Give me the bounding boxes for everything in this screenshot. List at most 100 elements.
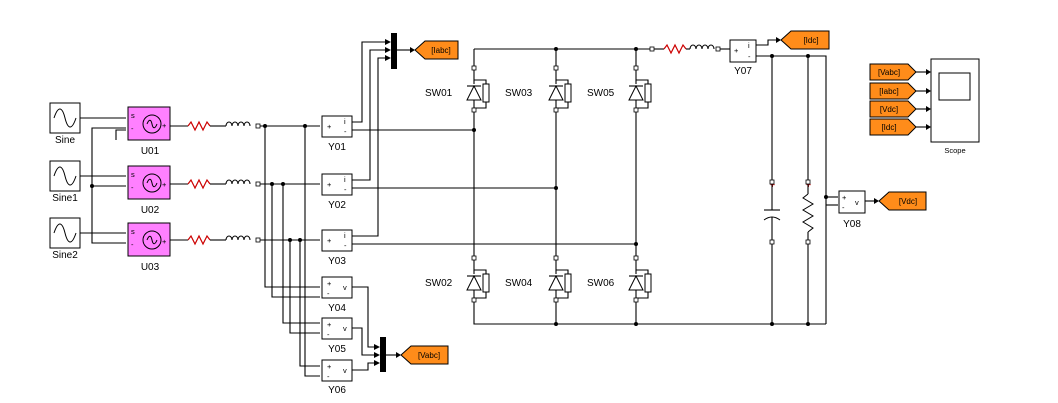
goto-tag-vdc-label: [Vdc]	[899, 197, 917, 206]
scope-screen-icon	[938, 72, 971, 101]
svg-text:+: +	[327, 122, 332, 131]
svg-text:-: -	[344, 127, 347, 136]
dc-current-sensor-y07[interactable]: + i - Y07	[729, 39, 757, 77]
voltage-sensor-y05[interactable]: + - v Y05	[321, 317, 353, 355]
sine-wave-icon	[53, 108, 77, 128]
svg-text:+: +	[162, 237, 167, 246]
sine-wires	[80, 117, 126, 244]
svg-text:+: +	[327, 362, 332, 371]
inductor-icon	[225, 235, 251, 241]
svg-text:s: s	[131, 111, 135, 120]
svg-text:i: i	[344, 117, 346, 126]
inductor-icon	[689, 44, 715, 50]
sine-label-1: Sine	[55, 135, 75, 146]
goto-tag-vabc-label: [Vabc]	[418, 351, 440, 360]
current-sensor-y03[interactable]: + i - Y03	[321, 229, 353, 267]
inductor-icon	[225, 179, 251, 185]
switch-sw05[interactable]: SW05	[587, 65, 652, 113]
svg-text:[Iabc]: [Iabc]	[879, 87, 899, 96]
dc-voltage-sensor-y08[interactable]: + - v Y08	[838, 190, 866, 230]
svg-text:Y06: Y06	[328, 385, 346, 396]
svg-text:SW04: SW04	[505, 278, 533, 289]
resistor-icon	[187, 178, 211, 190]
rl-line-c	[170, 234, 320, 246]
scope-block[interactable]: Scope	[930, 58, 980, 155]
sine-wave-icon	[53, 166, 77, 186]
dc-capacitor: +	[763, 179, 781, 245]
switch-sw03[interactable]: SW03	[505, 65, 572, 113]
from-tag-vdc[interactable]: [Vdc]	[869, 100, 917, 118]
svg-text:i: i	[344, 175, 346, 184]
svg-text:v: v	[343, 324, 347, 333]
current-sensor-y01[interactable]: + i - Y01	[321, 115, 353, 153]
dc-filter-rl	[649, 43, 730, 55]
svg-text:v: v	[343, 366, 347, 375]
goto-tag-vabc[interactable]: [Vabc]	[400, 345, 449, 365]
svg-text:+: +	[162, 180, 167, 189]
from-tag-vabc[interactable]: [Vabc]	[869, 63, 917, 81]
sine-label-2: Sine1	[52, 193, 78, 204]
svg-text:s: s	[131, 227, 135, 236]
current-sensor-y02[interactable]: + i - Y02	[321, 173, 353, 211]
switch-sw04[interactable]: SW04	[505, 255, 572, 303]
svg-text:Y04: Y04	[328, 303, 346, 314]
svg-text:-: -	[842, 203, 845, 212]
inductor-icon	[225, 121, 251, 127]
from-tag-iabc[interactable]: [Iabc]	[869, 82, 917, 100]
switch-sw06[interactable]: SW06	[587, 255, 652, 303]
svg-text:+: +	[770, 180, 775, 190]
switch-sw02[interactable]: SW02	[425, 255, 490, 303]
svg-text:+: +	[162, 121, 167, 130]
svg-text:[Idc]: [Idc]	[881, 123, 896, 132]
vabc-mux-wires	[352, 286, 380, 371]
switch-sw01[interactable]: SW01	[425, 65, 490, 113]
goto-tag-idc[interactable]: [Idc]	[780, 30, 830, 50]
source-block-u02[interactable]: s - + U02	[127, 165, 171, 216]
svg-text:v: v	[343, 283, 347, 292]
source-block-u01[interactable]: s - + U01	[127, 106, 171, 157]
bridge-input-wires	[352, 128, 638, 246]
dc-output-wires	[756, 54, 838, 326]
svg-text:-: -	[327, 330, 330, 339]
sine-block-3[interactable]: Sine2	[49, 217, 81, 261]
svg-text:s: s	[131, 170, 135, 179]
source-label-u03: U03	[141, 262, 160, 273]
goto-tag-iabc[interactable]: [Iabc]	[414, 40, 459, 60]
resistor-icon	[187, 234, 211, 246]
svg-text:Y07: Y07	[734, 66, 752, 77]
goto-tag-vdc[interactable]: [Vdc]	[878, 191, 927, 211]
svg-text:-: -	[327, 289, 330, 298]
scope-input-wires	[916, 69, 931, 130]
sine-label-3: Sine2	[52, 250, 78, 261]
source-block-u03[interactable]: s - + U03	[127, 222, 171, 273]
iabc-mux[interactable]	[391, 33, 397, 69]
svg-text:+: +	[327, 180, 332, 189]
svg-text:SW03: SW03	[505, 88, 533, 99]
voltage-sensor-y06[interactable]: + - v Y06	[321, 359, 353, 396]
svg-text:[Vabc]: [Vabc]	[878, 68, 900, 77]
svg-text:SW06: SW06	[587, 278, 615, 289]
vabc-mux[interactable]	[380, 337, 386, 372]
goto-tag-idc-label: [Idc]	[803, 36, 818, 45]
svg-text:-: -	[344, 241, 347, 250]
svg-text:SW02: SW02	[425, 278, 453, 289]
svg-text:+: +	[327, 236, 332, 245]
svg-text:Y01: Y01	[328, 142, 346, 153]
from-tag-idc[interactable]: [Idc]	[869, 118, 917, 136]
sine-block-2[interactable]: Sine1	[49, 160, 81, 204]
svg-text:Y02: Y02	[328, 200, 346, 211]
sine-block-1[interactable]: Sine	[49, 102, 81, 146]
svg-text:-: -	[131, 183, 134, 192]
dc-bus-wires	[473, 47, 826, 326]
source-label-u02: U02	[141, 205, 160, 216]
svg-text:-: -	[131, 124, 134, 133]
svg-text:+: +	[806, 180, 811, 190]
svg-text:i: i	[344, 231, 346, 240]
svg-text:-: -	[131, 240, 134, 249]
resistor-icon	[187, 120, 211, 132]
svg-text:i: i	[748, 41, 750, 50]
svg-text:+: +	[734, 46, 739, 55]
voltage-sensor-y04[interactable]: + - v Y04	[321, 276, 353, 314]
svg-text:SW05: SW05	[587, 88, 615, 99]
